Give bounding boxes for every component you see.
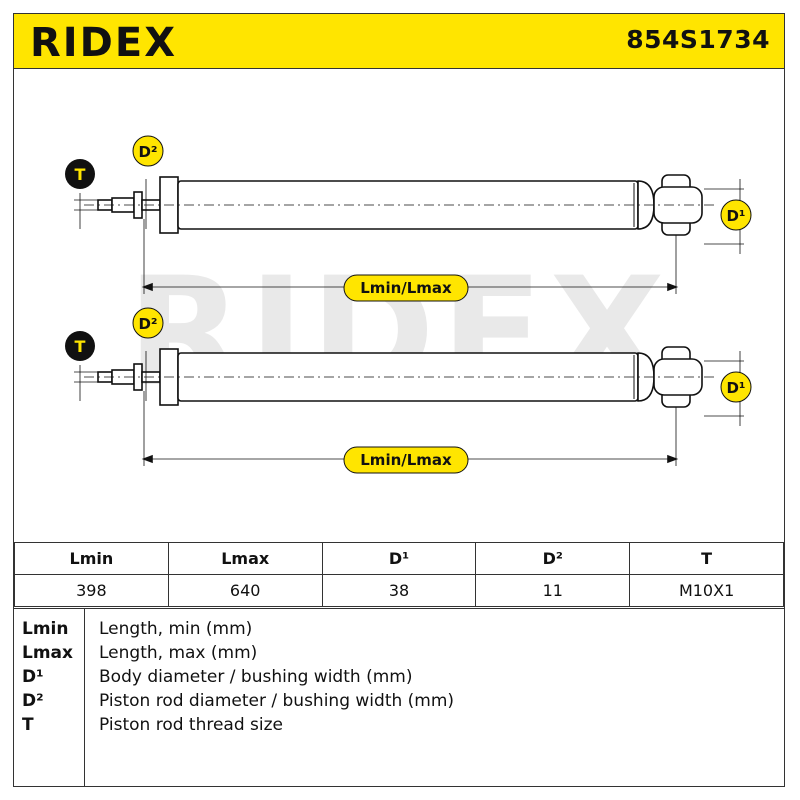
spec-header-lmin: Lmin [14, 542, 169, 575]
length-badge-text: Lmin/Lmax [360, 279, 452, 297]
badge-t [65, 159, 95, 189]
drawing-canvas: RIDEX [65, 135, 752, 474]
badge-t [65, 331, 95, 361]
spec-header-d1: D¹ [321, 542, 477, 575]
spec-header-row: Lmin Lmax D¹ D² T [14, 542, 784, 575]
legend-item: D¹ Body diameter / bushing width (mm) [14, 667, 784, 691]
badge-d1 [720, 371, 752, 403]
legend-key: Lmax [22, 643, 73, 663]
length-arrow-right [667, 454, 679, 464]
legend-desc: Length, min (mm) [99, 619, 253, 639]
spec-value-lmin: 398 [14, 574, 169, 607]
badge-d1-text: D¹ [726, 379, 745, 397]
legend-desc: Length, max (mm) [99, 643, 258, 663]
badge-d2 [132, 307, 164, 339]
legend-divider [84, 609, 85, 787]
legend-item: T Piston rod thread size [14, 715, 784, 739]
length-badge [343, 446, 469, 474]
badge-d1-text: D¹ [726, 207, 745, 225]
spec-header-t: T [629, 542, 784, 575]
spec-header-d2: D² [475, 542, 631, 575]
legend-desc: Piston rod thread size [99, 715, 284, 735]
length-badge [343, 274, 469, 302]
badge-t-text: T [75, 337, 86, 356]
spec-value-lmax: 640 [167, 574, 323, 607]
badge-d2 [132, 135, 164, 167]
header-bar: RIDEX 854S1734 [14, 14, 784, 69]
labels-2: T D² D¹ Lmin/Lmax [65, 307, 752, 474]
legend-key: Lmin [22, 619, 69, 639]
labels-1: T D² D¹ Lmin/Lmax [65, 135, 752, 302]
length-badge-text: Lmin/Lmax [360, 451, 452, 469]
spec-value-d2: 11 [475, 574, 631, 607]
legend-key: D² [22, 691, 44, 711]
badge-d1 [720, 199, 752, 231]
legend-key: T [22, 715, 34, 735]
spec-table: Lmin Lmax D¹ D² T 398 640 38 11 M10X1 [14, 542, 784, 607]
spec-value-t: M10X1 [629, 574, 784, 607]
badge-d2-text: D² [138, 143, 157, 161]
badge-d2-text: D² [138, 315, 157, 333]
spec-value-d1: 38 [321, 574, 477, 607]
part-number: 854S1734 [626, 25, 770, 54]
spec-header-lmax: Lmax [167, 542, 323, 575]
legend-desc: Body diameter / bushing width (mm) [99, 667, 413, 687]
legend-desc: Piston rod diameter / bushing width (mm) [99, 691, 455, 711]
brand-logo-text: RIDEX [30, 20, 177, 64]
technical-drawing: RIDEX [14, 69, 784, 542]
legend-item: Lmin Length, min (mm) [14, 619, 784, 643]
product-sheet: RIDEX 854S1734 RIDEX [13, 13, 785, 787]
length-arrow-right [667, 282, 679, 292]
legend-item: D² Piston rod diameter / bushing width (… [14, 691, 784, 715]
length-arrow-left [141, 282, 153, 292]
spec-value-row: 398 640 38 11 M10X1 [14, 574, 784, 607]
brand-logo: RIDEX [30, 20, 210, 68]
legend-item: Lmax Length, max (mm) [14, 643, 784, 667]
shock-absorber-1 [74, 174, 744, 294]
legend-key: D¹ [22, 667, 44, 687]
legend: Lmin Length, min (mm) Lmax Length, max (… [14, 608, 784, 787]
length-arrow-left [141, 454, 153, 464]
badge-t-text: T [75, 165, 86, 184]
